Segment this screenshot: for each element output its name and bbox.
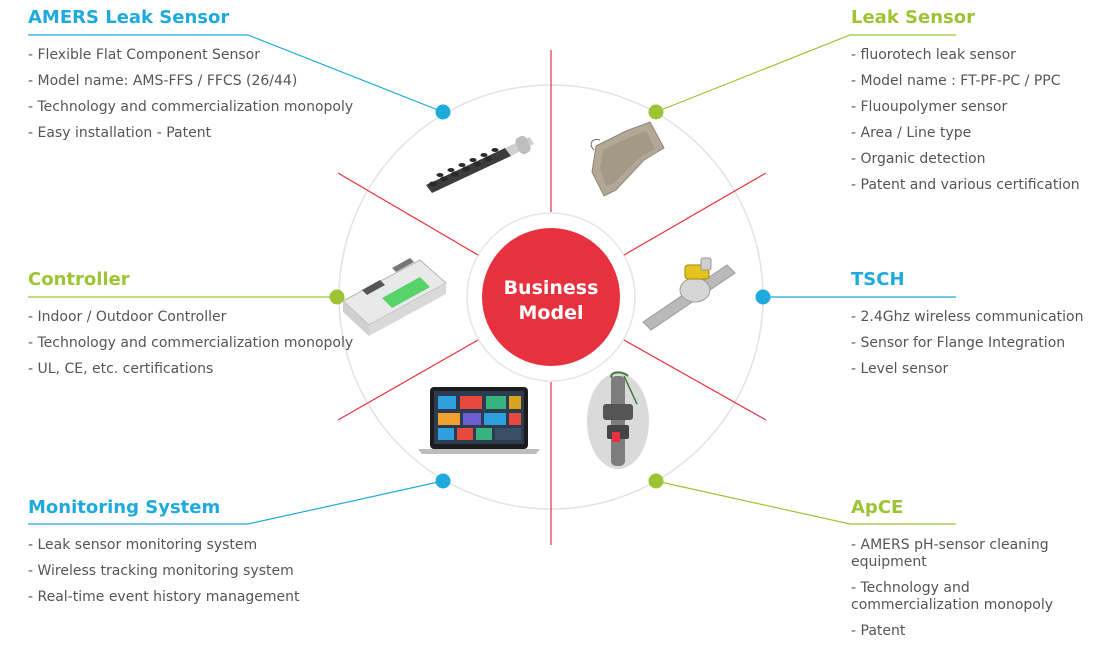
amers-title: AMERS Leak Sensor xyxy=(28,7,230,28)
monitoring-system-section: Monitoring System - Leak sensor monitori… xyxy=(28,497,300,605)
controller-title: Controller xyxy=(28,269,130,290)
list-item: - Organic detection xyxy=(851,151,986,167)
list-item: - Indoor / Outdoor Controller xyxy=(28,309,227,325)
hub-label-line2: Model xyxy=(519,302,584,324)
connector-apce xyxy=(655,480,956,525)
list-item: - Technology and commercialization monop… xyxy=(28,99,354,115)
list-item: - fluorotech leak sensor xyxy=(851,47,1016,63)
leak-feature-list: - fluorotech leak sensor - Model name : … xyxy=(851,47,1080,203)
list-item: - Model name: AMS-FFS / FFCS (26/44) xyxy=(28,73,298,89)
controller-box-image xyxy=(342,258,447,336)
apce-feature-list: - AMERS pH-sensor cleaning equipment - T… xyxy=(851,537,1100,649)
list-item: - Level sensor xyxy=(851,361,949,377)
list-item: - Model name : FT-PF-PC / PPC xyxy=(851,73,1061,89)
monitoring-feature-list: - Leak sensor monitoring system - Wirele… xyxy=(28,537,300,615)
controller-section: Controller - Indoor / Outdoor Controller… xyxy=(28,269,353,377)
dot-monitoring xyxy=(435,473,451,489)
dot-controller xyxy=(329,289,345,305)
list-item: - Flexible Flat Component Sensor xyxy=(28,47,261,63)
dot-apce xyxy=(648,473,664,489)
list-item: - Patent and various certification xyxy=(851,177,1080,193)
list-item: - Wireless tracking monitoring system xyxy=(28,563,294,579)
list-item: - 2.4Ghz wireless communication xyxy=(851,309,1084,325)
strip-sensor-image xyxy=(426,135,534,193)
list-item: - Technology and commercialization monop… xyxy=(28,335,354,351)
connector-amers xyxy=(28,34,444,113)
ph-sensor-image xyxy=(587,371,649,469)
hub-label-line1: Business xyxy=(504,277,599,299)
list-item: - AMERS pH-sensor cleaning equipment xyxy=(851,537,1049,570)
dot-amers xyxy=(435,104,451,120)
list-item: - Area / Line type xyxy=(851,125,972,141)
list-item: - UL, CE, etc. certifications xyxy=(28,361,214,377)
apce-section: ApCE - AMERS pH-sensor cleaning equipmen… xyxy=(851,497,1053,639)
controller-feature-list: - Indoor / Outdoor Controller - Technolo… xyxy=(28,309,353,387)
leak-title: Leak Sensor xyxy=(851,7,976,28)
tsch-sensor-image xyxy=(642,257,736,331)
amers-leak-sensor-section: AMERS Leak Sensor - Flexible Flat Compon… xyxy=(28,7,353,141)
laptop-image xyxy=(418,387,540,454)
pad-sensor-image xyxy=(590,121,665,197)
apce-title: ApCE xyxy=(851,497,904,518)
hub-circle xyxy=(482,228,620,366)
tsch-title: TSCH xyxy=(851,269,905,290)
connector-leak xyxy=(655,34,956,113)
list-item: - Sensor for Flange Integration xyxy=(851,335,1066,351)
leak-sensor-section: Leak Sensor - fluorotech leak sensor - M… xyxy=(851,7,1080,193)
dot-leak xyxy=(648,104,664,120)
tsch-feature-list: - 2.4Ghz wireless communication - Sensor… xyxy=(851,309,1084,387)
list-item: - Fluoupolymer sensor xyxy=(851,99,1008,115)
list-item: - Leak sensor monitoring system xyxy=(28,537,258,553)
list-item: - Patent xyxy=(851,623,906,639)
dot-tsch xyxy=(755,289,771,305)
divider-spokes xyxy=(337,50,767,545)
list-item: - Real-time event history management xyxy=(28,589,300,605)
connector-monitoring xyxy=(28,480,444,525)
amers-feature-list: - Flexible Flat Component Sensor - Model… xyxy=(28,47,353,151)
list-item: - Easy installation - Patent xyxy=(28,125,212,141)
monitoring-title: Monitoring System xyxy=(28,497,221,518)
list-item: - Technology and commercialization monop… xyxy=(851,580,1054,613)
tsch-section: TSCH - 2.4Ghz wireless communication - S… xyxy=(851,269,1084,377)
